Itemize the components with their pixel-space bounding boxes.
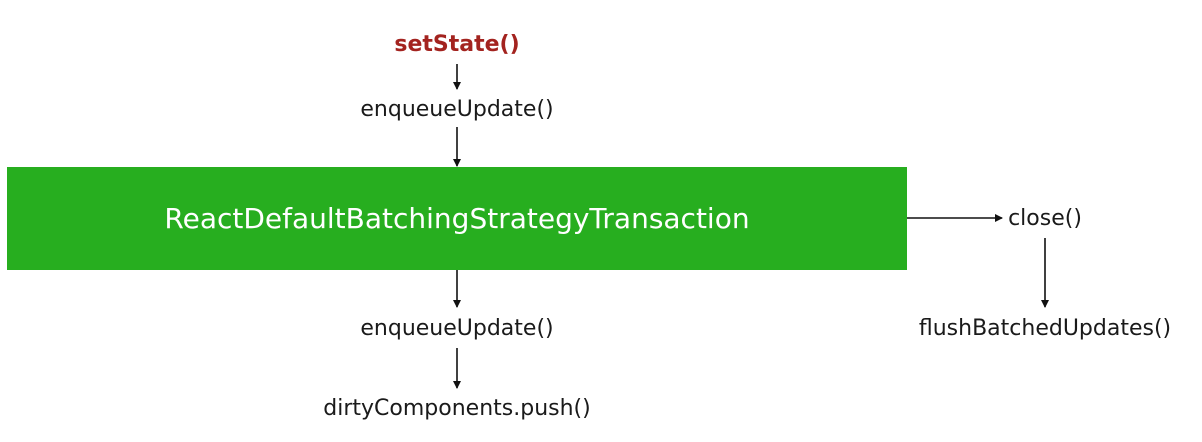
close-node: close() [1008,206,1082,231]
transaction-label: ReactDefaultBatchingStrategyTransaction [164,201,750,235]
dirty-components-push-node: dirtyComponents.push() [323,396,591,421]
setstate-node: setState() [394,32,520,57]
flush-batched-updates-node: flushBatchedUpdates() [918,316,1172,341]
enqueue-update-bottom-node: enqueueUpdate() [360,316,554,341]
transaction-box: ReactDefaultBatchingStrategyTransaction [7,167,907,270]
enqueue-update-top-node: enqueueUpdate() [360,97,554,122]
